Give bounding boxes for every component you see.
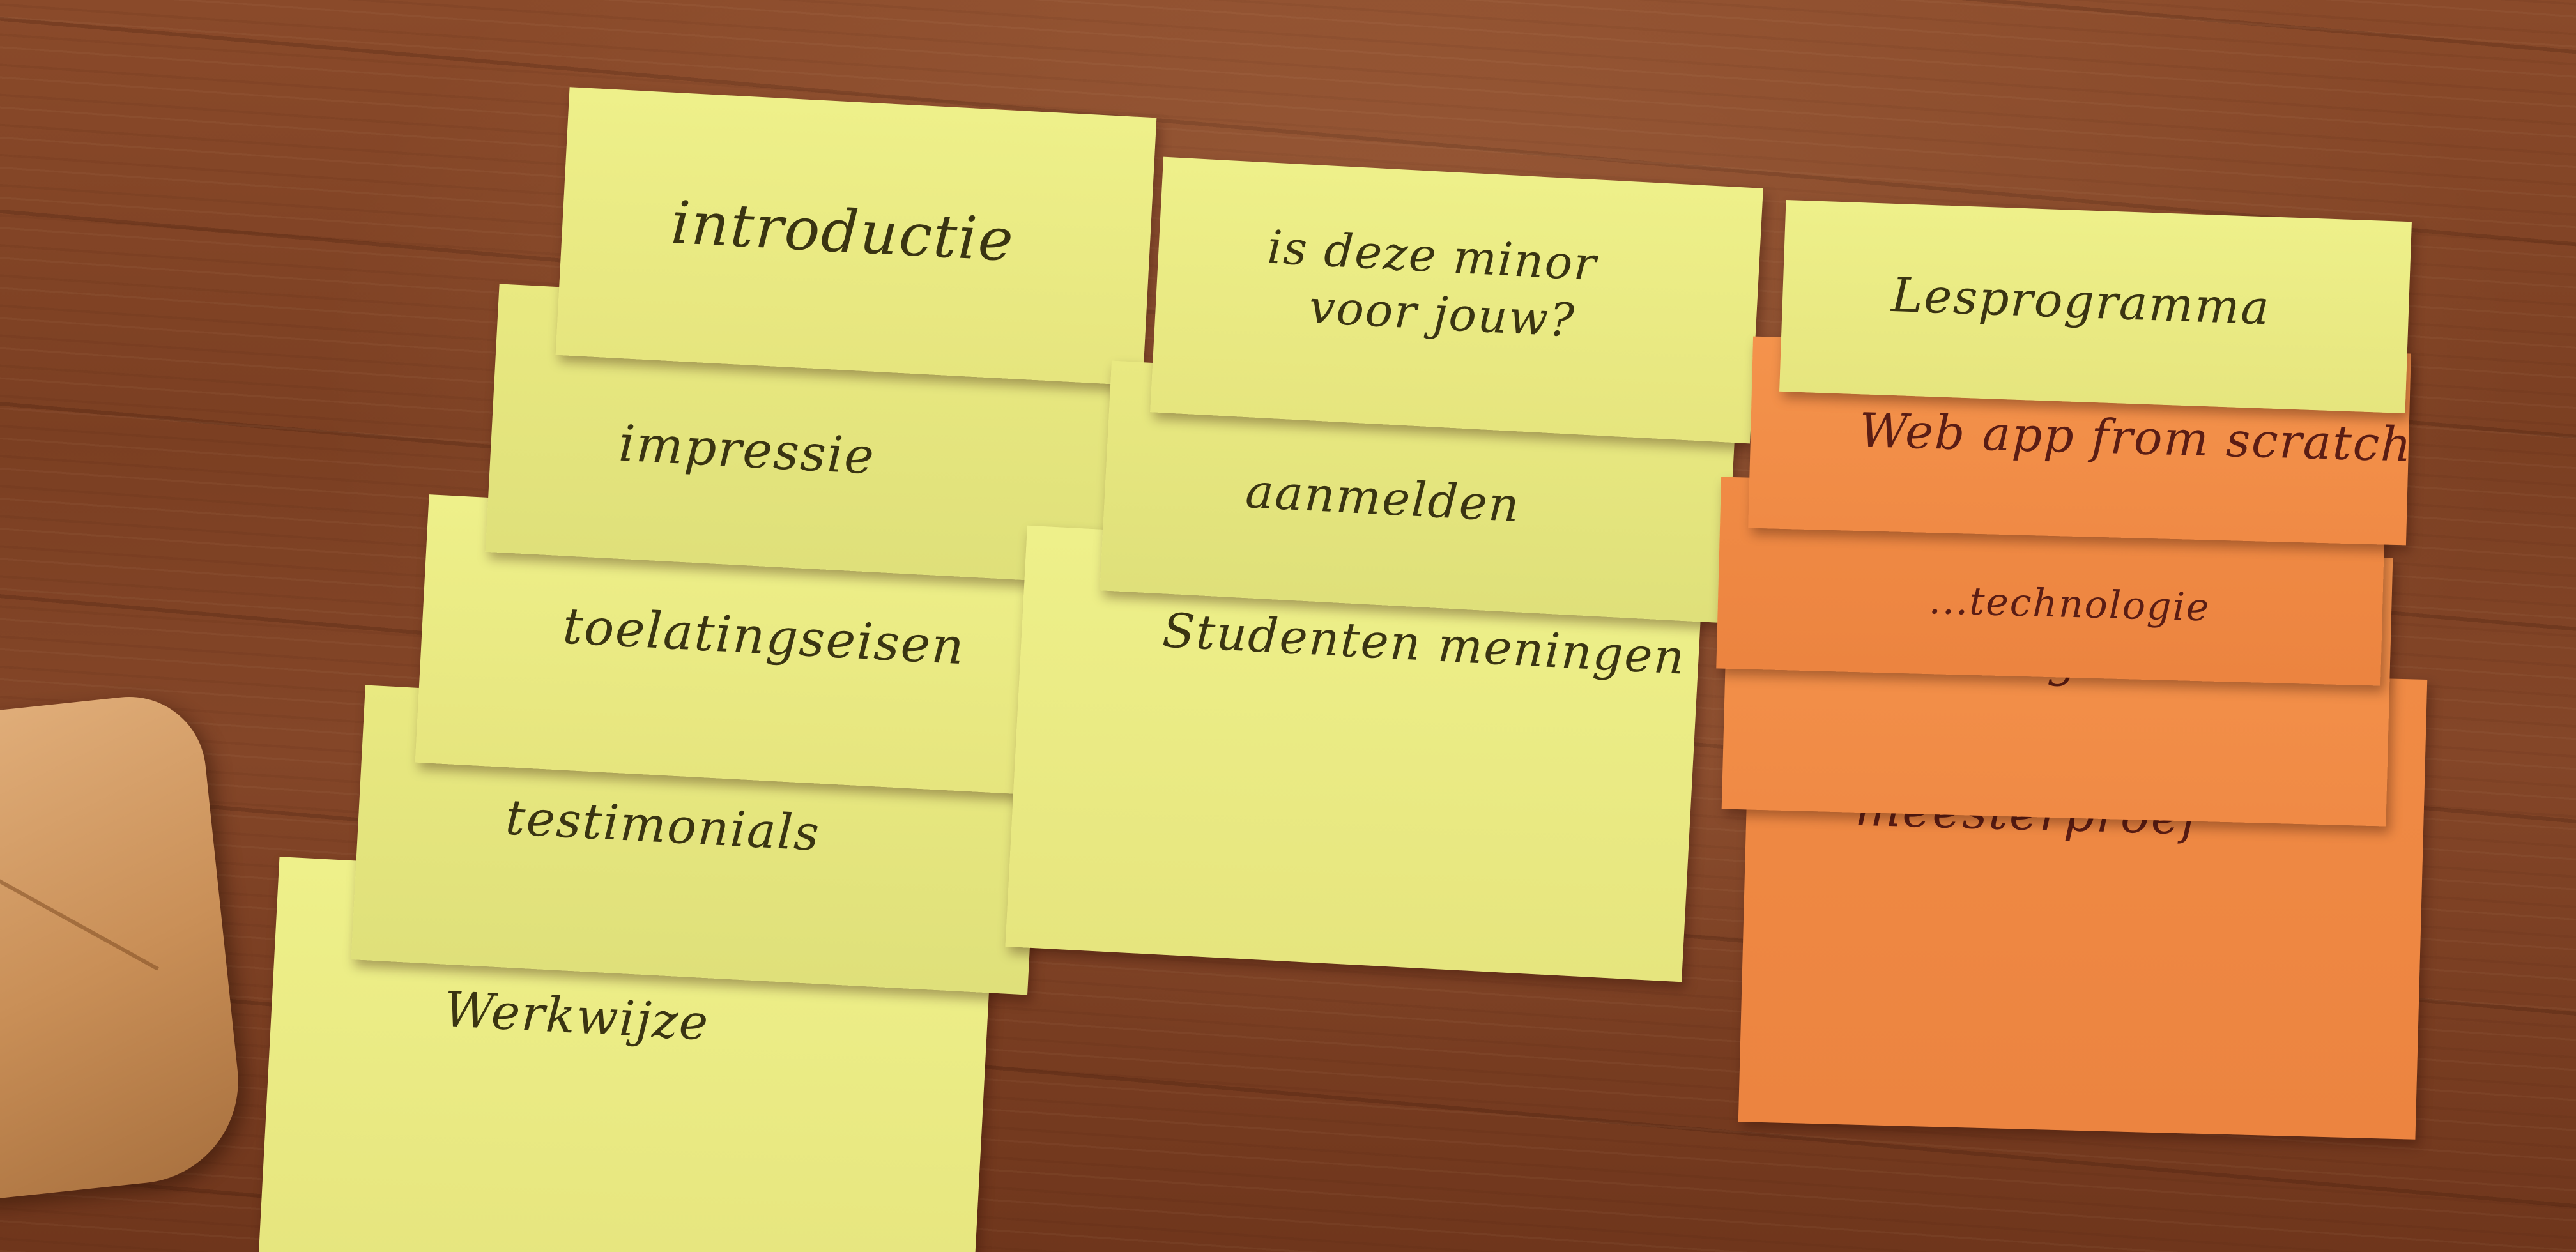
leather-bag xyxy=(0,689,249,1202)
bag-seam xyxy=(0,874,159,971)
card-label: testimonials xyxy=(504,788,822,862)
card-label: Web app from scratch xyxy=(1859,402,2413,473)
card-label: introductie xyxy=(669,188,1016,275)
card-label: Lesprogramma xyxy=(1890,267,2272,336)
card-introductie: introductie xyxy=(555,87,1157,386)
card-is-deze-minor: is deze minor voor jouw? xyxy=(1150,156,1763,444)
card-label: toelatingseisen xyxy=(561,597,967,676)
card-label: aanmelden xyxy=(1244,463,1522,533)
card-label: impressie xyxy=(617,415,877,486)
card-label: Werkwijze xyxy=(443,981,711,1051)
card-lesprogramma: Lesprogramma xyxy=(1779,199,2412,414)
card-label: ...technologie xyxy=(1928,578,2211,630)
card-label-line2: voor jouw? xyxy=(1307,279,1577,347)
